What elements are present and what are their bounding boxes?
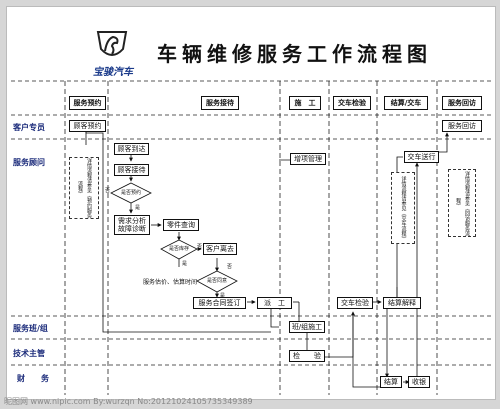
column-header-return-visit: 服务回访 — [442, 96, 482, 110]
step-settle-explain: 结算解释 — [383, 297, 421, 309]
step-customer-leaves: 客户离去 — [203, 243, 237, 255]
step-handover-check: 交车检验 — [337, 297, 373, 309]
step-team-work: 班/组施工 — [289, 321, 325, 333]
label-yes-2: 是 — [182, 261, 188, 267]
decision-agree — [196, 270, 238, 293]
label-no-1: 否 — [105, 188, 111, 194]
column-header-reception: 服务接待 — [201, 96, 239, 110]
step-customer-arrival: 顾客到达 — [114, 143, 149, 155]
horse-shield-icon — [96, 31, 128, 56]
step-dispatch: 派 工 — [257, 297, 292, 309]
grid-and-connectors — [11, 80, 493, 395]
column-header-settlement: 结算/交车 — [384, 96, 428, 110]
decision-is-booked-label: 是否预约 — [120, 190, 141, 196]
step-customer-reception: 顾客接待 — [114, 164, 149, 176]
column-header-construction: 施 工 — [289, 96, 321, 110]
step-service-contract: 服务合同签订 — [193, 297, 246, 309]
lane-service-team: 服务班/组 — [13, 324, 48, 333]
note-handover-flow: 详情流程请参见《交车流程》 — [391, 172, 415, 244]
label-no-2: 否 — [197, 244, 203, 250]
note-booking-flow: 详情流程请参见《预约服务流程》 — [69, 157, 99, 219]
step-return-visit: 服务回访 — [442, 120, 482, 132]
label-no-3: 否 — [227, 264, 233, 270]
lane-customer-specialist: 客户专员 — [13, 123, 45, 132]
step-cashier: 收银 — [408, 376, 430, 388]
decision-is-booked — [110, 182, 152, 204]
lane-service-advisor: 服务顾问 — [13, 158, 45, 167]
brand-logo — [95, 29, 129, 61]
note-visit-flow: 详情流程请参见《回访服务流程》 — [448, 169, 476, 237]
brand-name: 宝骏汽车 — [93, 67, 133, 78]
watermark: 昵图网 www.nipic.com By:wurzqn No:201210241… — [4, 397, 253, 406]
decision-in-stock — [160, 239, 198, 260]
label-yes-3: 是 — [220, 293, 226, 299]
lane-technical-supervisor: 技术主管 — [13, 349, 45, 358]
step-customer-booking: 顾客预约 — [69, 120, 106, 132]
decision-agree-label: 是否同意 — [206, 278, 227, 284]
step-add-items: 增项管理 — [290, 153, 326, 165]
decision-in-stock-label: 是否库存 — [168, 246, 189, 252]
step-settlement: 结算 — [380, 376, 402, 388]
flowchart-sheet: 宝骏汽车 车辆维修服务工作流程图 — [6, 6, 496, 400]
step-needs-analysis: 需求分析故障诊断 — [114, 215, 150, 235]
label-yes-1: 是 — [135, 205, 141, 211]
column-header-booking: 服务预约 — [69, 96, 106, 110]
lane-finance: 财 务 — [17, 374, 49, 383]
estimate-text: 服务估价、估算时间 — [143, 279, 198, 286]
step-handover-send-off: 交车送行 — [404, 151, 439, 163]
step-parts-query: 零件查询 — [163, 219, 199, 231]
column-header-inspection: 交车检验 — [333, 96, 371, 110]
step-inspection: 检 验 — [289, 350, 325, 362]
page-title: 车辆维修服务工作流程图 — [157, 42, 432, 66]
